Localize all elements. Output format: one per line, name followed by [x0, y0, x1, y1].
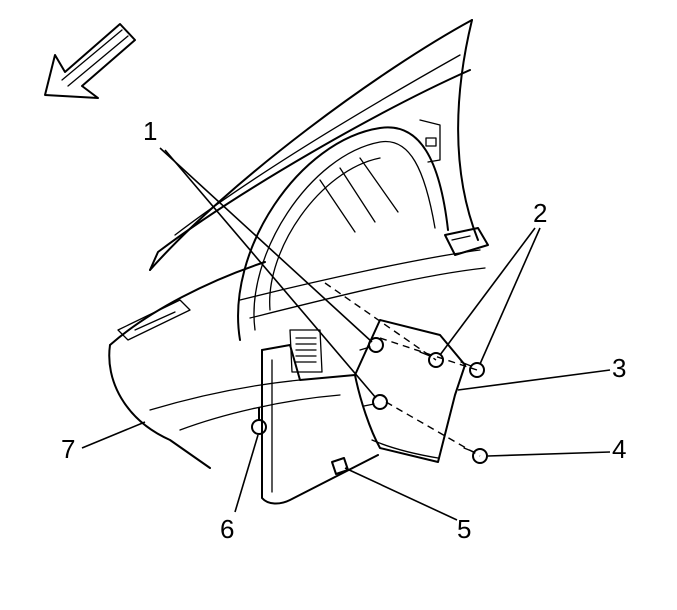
bolt-2b-icon — [460, 361, 485, 378]
callout-4-label: 4 — [612, 434, 627, 464]
screw-1a-icon — [359, 337, 384, 353]
callout-7-label: 7 — [61, 434, 76, 464]
callout-5-label: 5 — [457, 514, 472, 544]
screw-6-icon — [251, 407, 267, 435]
bolt-2a-icon — [419, 351, 444, 368]
callout-6-label: 6 — [220, 514, 235, 544]
callout-3-label: 3 — [612, 353, 627, 383]
front-bumper-fascia — [108, 261, 341, 469]
forward-arrow-icon — [44, 23, 136, 99]
fasteners — [251, 282, 488, 475]
splash-shield — [261, 329, 379, 505]
callout-leaders — [81, 147, 611, 521]
bolt-4-icon — [463, 447, 488, 464]
wheelhouse-liner — [237, 126, 486, 341]
mounting-bracket — [354, 319, 466, 463]
clip-5-icon — [331, 457, 349, 475]
callout-2-label: 2 — [533, 198, 548, 228]
callout-1-label: 1 — [143, 116, 158, 146]
fender — [149, 19, 489, 271]
